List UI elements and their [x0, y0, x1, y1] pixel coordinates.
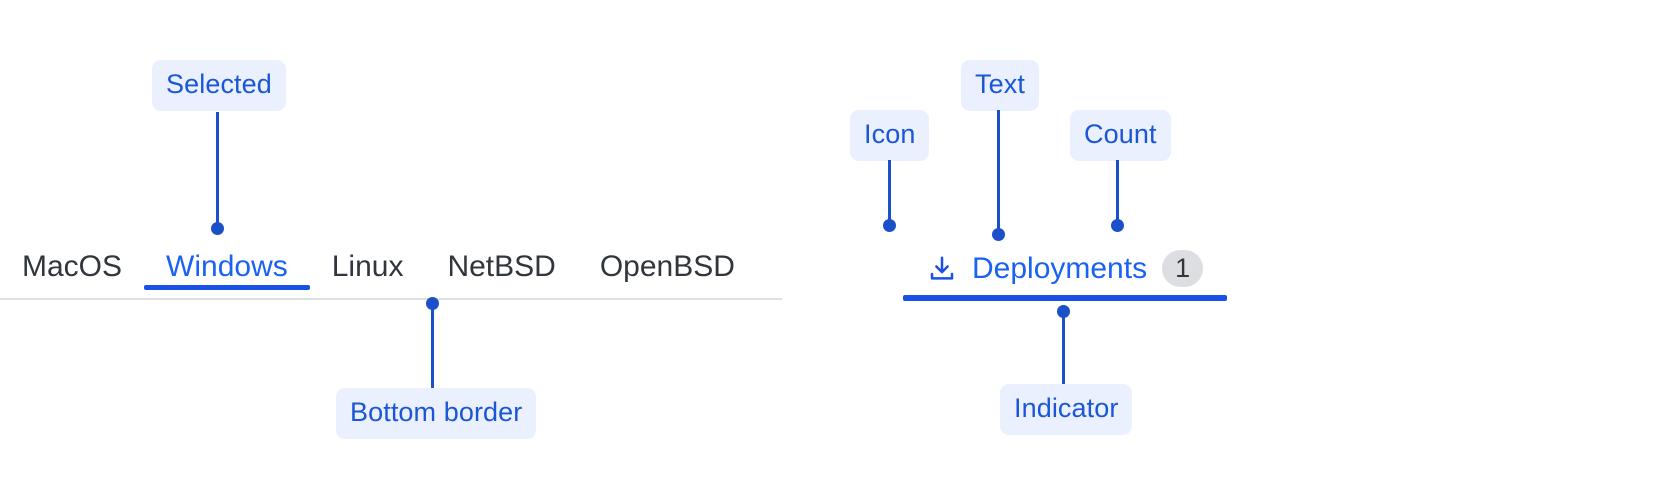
annotation-leader-line-icon: [888, 160, 891, 225]
tab-deployments[interactable]: Deployments 1: [903, 246, 1228, 301]
tab-linux[interactable]: Linux: [310, 244, 426, 282]
tab-deployments-count-badge: 1: [1162, 250, 1204, 287]
tab-windows[interactable]: Windows: [144, 244, 310, 290]
tab-netbsd[interactable]: NetBSD: [425, 244, 577, 282]
annotation-leader-line-bottom-border: [431, 303, 434, 388]
tab-bar-os: MacOS Windows Linux NetBSD OpenBSD: [0, 244, 782, 300]
annotation-badge-bottom-border: Bottom border: [336, 388, 537, 439]
annotation-badge-indicator: Indicator: [1000, 384, 1133, 435]
annotation-leader-dot-icon: [883, 219, 896, 232]
annotation-badge-icon: Icon: [850, 110, 930, 161]
tab-deployments-label: Deployments: [972, 251, 1148, 285]
annotation-leader-line-text: [997, 110, 1000, 232]
annotation-badge-selected: Selected: [152, 60, 286, 111]
tab-bar-deployments: Deployments 1: [903, 246, 1228, 301]
annotation-leader-line-selected: [216, 112, 219, 228]
annotation-leader-dot-count: [1111, 219, 1124, 232]
annotation-badge-text: Text: [961, 60, 1039, 111]
tab-macos[interactable]: MacOS: [0, 244, 144, 282]
annotation-badge-count: Count: [1070, 110, 1171, 161]
tab-openbsd[interactable]: OpenBSD: [578, 244, 757, 282]
annotation-leader-dot-text: [992, 228, 1005, 241]
download-icon: [930, 256, 954, 280]
annotation-leader-line-count: [1116, 160, 1119, 225]
tab-list-os: MacOS Windows Linux NetBSD OpenBSD: [0, 244, 757, 298]
annotation-leader-dot-selected: [211, 222, 224, 235]
annotation-leader-line-indicator: [1062, 311, 1065, 399]
